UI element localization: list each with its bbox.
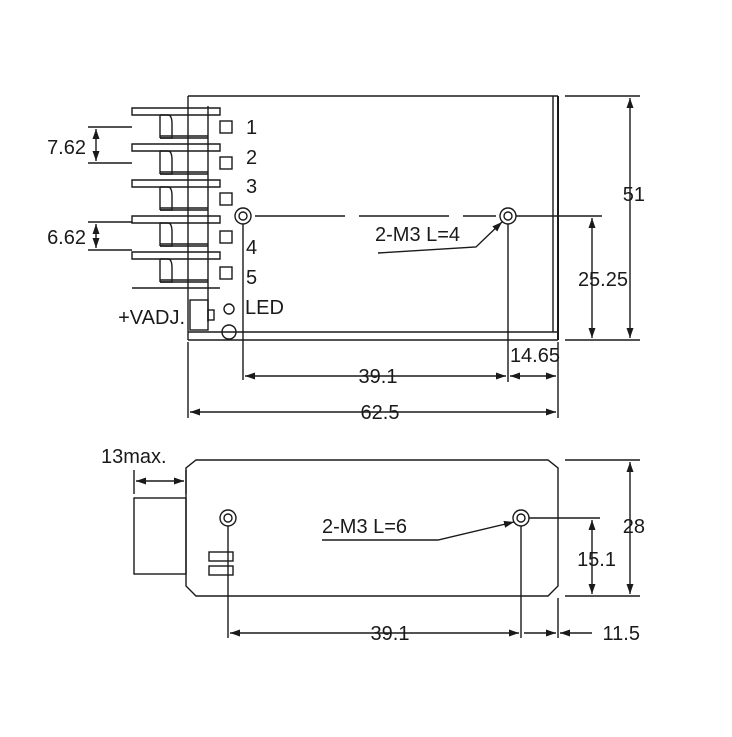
screw-leader-bottom xyxy=(322,520,515,541)
bottom-screw-right xyxy=(512,509,530,527)
terminal-label: 13max. xyxy=(101,446,167,468)
terminal-4 xyxy=(131,215,221,247)
bottom-extension-lines xyxy=(133,459,640,638)
labels: 1 2 3 4 5 7.62 6.62 +VADJ. LED 2-M3 L=4 … xyxy=(47,117,645,645)
pin-label-3: 3 xyxy=(246,176,257,198)
terminal-block xyxy=(131,106,221,322)
led-indicator xyxy=(223,303,235,315)
terminal-1 xyxy=(131,107,221,139)
screw-hole-right xyxy=(499,207,517,225)
led-label: LED xyxy=(245,297,284,319)
screw-height-label-top: 25.25 xyxy=(578,269,628,291)
screw-label-bottom: 2-M3 L=6 xyxy=(322,516,407,538)
vadj-label: +VADJ. xyxy=(118,307,185,329)
top-view xyxy=(88,95,640,418)
terminal-protrusion xyxy=(133,497,187,575)
pin-label-1: 1 xyxy=(246,117,257,139)
pin-gap-label: 6.62 xyxy=(47,227,86,249)
length-label: 62.5 xyxy=(361,402,400,424)
top-extension-lines xyxy=(88,95,640,418)
lower-mark xyxy=(221,324,237,340)
screw-hole-left xyxy=(234,207,252,225)
pin-label-5: 5 xyxy=(246,267,257,289)
screw-height-label-bottom: 15.1 xyxy=(577,549,616,571)
screw-label-top: 2-M3 L=4 xyxy=(375,224,460,246)
pin-label-4: 4 xyxy=(246,237,257,259)
bottom-slots xyxy=(208,551,234,576)
terminal-2 xyxy=(131,143,221,175)
screw-spacing-label-top: 39.1 xyxy=(359,366,398,388)
edge-offset-label-bottom: 11.5 xyxy=(603,623,640,645)
edge-offset-label-top: 14.65 xyxy=(510,345,560,367)
pin-label-2: 2 xyxy=(246,147,257,169)
screw-leader-top xyxy=(377,221,503,254)
bottom-view xyxy=(133,459,640,638)
vadj-potentiometer xyxy=(189,299,215,331)
pin-pitch-label: 7.62 xyxy=(47,137,86,159)
terminal-3 xyxy=(131,179,221,211)
screw-spacing-label-bottom: 39.1 xyxy=(371,623,410,645)
height-label-top: 51 xyxy=(623,184,645,206)
pin-markers xyxy=(219,120,233,280)
bottom-screw-left xyxy=(219,509,237,527)
terminal-5 xyxy=(131,251,221,283)
height-label-bottom: 28 xyxy=(623,516,645,538)
